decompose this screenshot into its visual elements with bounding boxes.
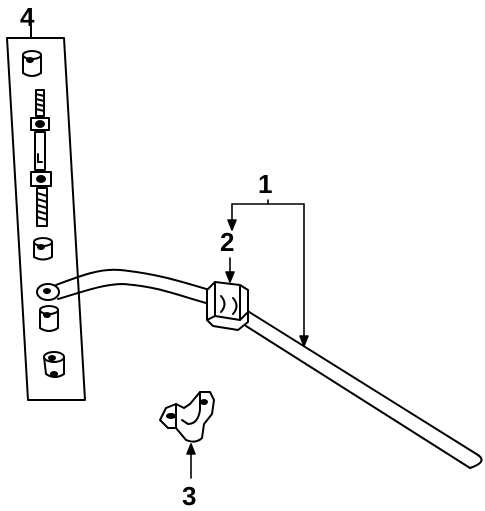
leader-lines — [186, 199, 309, 479]
bushing-bottom — [43, 351, 65, 378]
bushing-lower — [39, 305, 59, 332]
bar-bushing — [206, 281, 249, 331]
bushing-middle — [33, 237, 53, 261]
callout-1: 1 — [258, 169, 273, 199]
bushing-clamp — [159, 391, 215, 443]
callout-3: 3 — [182, 481, 197, 511]
link-bolt — [30, 89, 52, 227]
link-kit-box — [6, 25, 86, 401]
callout-2: 2 — [220, 227, 235, 257]
callout-4: 4 — [20, 2, 35, 32]
bushing-top — [22, 50, 42, 77]
stabilizer-bar — [36, 268, 483, 469]
